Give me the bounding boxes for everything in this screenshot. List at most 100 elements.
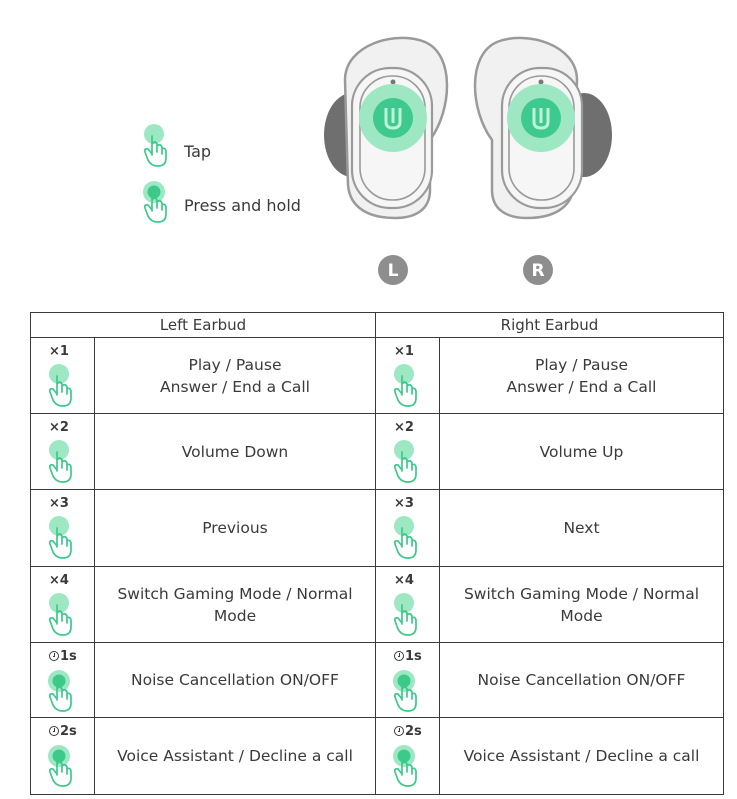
gesture-count: ×3 — [394, 496, 414, 511]
action-text: Noise Cancellation ON/OFF — [131, 671, 339, 689]
right-earbud-image — [473, 36, 612, 220]
right-action-cell: Next — [439, 489, 724, 567]
right-gesture-cell: 1s — [375, 642, 440, 718]
tap-icon — [45, 362, 77, 412]
gesture-count-text: ×2 — [394, 420, 414, 435]
gesture-count-text: ×1 — [49, 344, 69, 359]
action-text: Switch Gaming Mode / Normal Mode — [117, 584, 353, 625]
legend-tap-label: Tap — [184, 142, 212, 161]
right-gesture-cell: ×2 — [375, 413, 440, 490]
tap-icon — [390, 514, 422, 564]
action-text: Voice Assistant / Decline a call — [463, 747, 700, 765]
clock-icon — [49, 726, 59, 736]
gesture-count-text: 2s — [405, 724, 422, 739]
gesture-count: 1s — [394, 649, 422, 664]
legend-hold-label: Press and hold — [184, 196, 301, 215]
tap-icon — [45, 438, 77, 488]
action-text: Next — [563, 519, 600, 537]
gesture-count-text: ×4 — [394, 573, 414, 588]
action-text: Volume Up — [539, 442, 624, 461]
action-text: Volume Down — [181, 442, 289, 461]
left-action-cell: Switch Gaming Mode / Normal Mode — [94, 566, 376, 643]
action-text: Answer / End a Call — [506, 377, 657, 396]
left-action-cell: Previous — [94, 489, 376, 567]
legend-tap: Tap — [140, 122, 340, 167]
gesture-count-text: ×4 — [49, 573, 69, 588]
action-text: Previous — [202, 519, 268, 537]
tap-icon — [390, 591, 422, 641]
gesture-count-text: ×2 — [49, 420, 69, 435]
legend-hold: Press and hold — [140, 178, 340, 223]
table-header-row: Left Earbud Right Earbud — [30, 312, 724, 338]
header-left-earbud: Left Earbud — [30, 312, 376, 338]
gesture-count: ×4 — [394, 573, 414, 588]
press-and-hold-icon — [45, 667, 77, 717]
left-gesture-cell: 1s — [30, 642, 95, 718]
action-text: Answer / End a Call — [160, 377, 310, 396]
action-text: Switch Gaming Mode / Normal Mode — [463, 584, 700, 625]
press-and-hold-icon — [143, 181, 167, 223]
right-action-cell: Noise Cancellation ON/OFF — [439, 642, 724, 718]
press-and-hold-icon — [45, 742, 77, 792]
action-text: Noise Cancellation ON/OFF — [477, 671, 686, 689]
tap-icon — [45, 591, 77, 641]
right-gesture-cell: ×4 — [375, 566, 440, 643]
tap-icon — [45, 514, 77, 564]
earbuds-illustration: L R — [324, 36, 612, 285]
left-action-cell: Volume Down — [94, 413, 376, 490]
gesture-legend: Tap Press and hold — [140, 122, 340, 232]
svg-text:L: L — [388, 261, 399, 281]
gesture-count: ×2 — [394, 420, 414, 435]
press-and-hold-icon — [390, 742, 422, 792]
gesture-count-text: ×3 — [49, 496, 69, 511]
header-right-earbud: Right Earbud — [375, 312, 724, 338]
gesture-count-text: 1s — [405, 649, 422, 664]
press-and-hold-icon — [390, 667, 422, 717]
tap-icon — [390, 438, 422, 488]
gesture-count: ×4 — [49, 573, 69, 588]
gesture-count: ×2 — [49, 420, 69, 435]
gesture-count: ×3 — [49, 496, 69, 511]
right-action-cell: Switch Gaming Mode / Normal Mode — [439, 566, 724, 643]
action-text: Voice Assistant / Decline a call — [117, 747, 353, 765]
right-gesture-cell: ×3 — [375, 489, 440, 567]
action-text: Play / Pause — [188, 355, 282, 374]
gesture-count-text: ×1 — [394, 344, 414, 359]
svg-text:R: R — [531, 261, 544, 281]
left-gesture-cell: ×3 — [30, 489, 95, 567]
left-gesture-cell: ×1 — [30, 337, 95, 414]
left-gesture-cell: 2s — [30, 717, 95, 795]
gesture-count: ×1 — [394, 344, 414, 359]
tap-icon — [143, 124, 167, 167]
clock-icon — [394, 651, 404, 661]
right-gesture-cell: 2s — [375, 717, 440, 795]
right-action-cell: Volume Up — [439, 413, 724, 490]
gesture-count-text: 1s — [60, 649, 77, 664]
left-badge: L — [378, 255, 408, 285]
gesture-count-text: 2s — [60, 724, 77, 739]
left-action-cell: Noise Cancellation ON/OFF — [94, 642, 376, 718]
gesture-count: 2s — [49, 724, 77, 739]
right-gesture-cell: ×1 — [375, 337, 440, 414]
clock-icon — [49, 651, 59, 661]
gesture-count: ×1 — [49, 344, 69, 359]
clock-icon — [394, 726, 404, 736]
tap-icon — [390, 362, 422, 412]
left-gesture-cell: ×2 — [30, 413, 95, 490]
action-text: Play / Pause — [535, 355, 628, 374]
left-action-cell: Voice Assistant / Decline a call — [94, 717, 376, 795]
right-badge: R — [523, 255, 553, 285]
right-action-cell: Voice Assistant / Decline a call — [439, 717, 724, 795]
gesture-count: 1s — [49, 649, 77, 664]
left-gesture-cell: ×4 — [30, 566, 95, 643]
gesture-count-text: ×3 — [394, 496, 414, 511]
